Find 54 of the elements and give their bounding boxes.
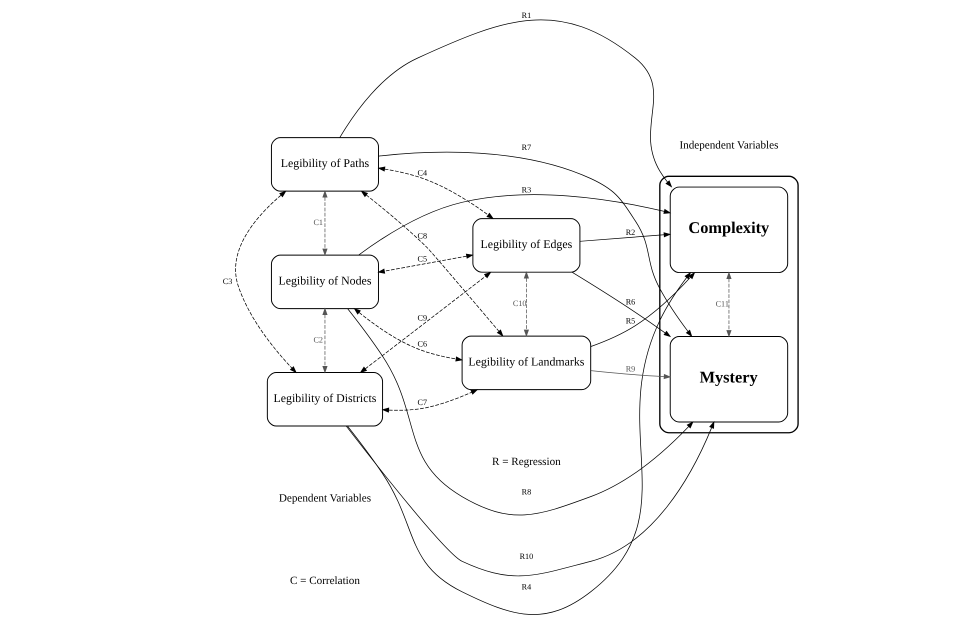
arrow <box>346 308 694 516</box>
arrow <box>590 272 695 347</box>
node-box: Legibility of Edges <box>472 218 580 273</box>
arrow <box>381 389 478 413</box>
node-box: Legibility of Districts <box>266 372 383 427</box>
edge-label: C5 <box>417 254 427 264</box>
edge-label: R2 <box>625 228 635 237</box>
edge-label: C1 <box>313 218 323 228</box>
edge-label: C9 <box>417 313 427 322</box>
arrow <box>322 190 328 256</box>
edge-label: C6 <box>417 339 427 348</box>
edge-label: C3 <box>222 276 232 286</box>
arrow <box>726 272 732 338</box>
arrow <box>360 190 504 337</box>
edge-label: C8 <box>417 232 427 241</box>
arrow <box>523 271 528 338</box>
arrow <box>346 420 714 576</box>
edge-label: C10 <box>512 299 526 308</box>
edge-label: R1 <box>521 10 531 20</box>
arrow <box>571 272 671 338</box>
label: C = Correlation <box>289 575 360 587</box>
edge-label: C4 <box>417 168 427 178</box>
edge-label: C11 <box>715 300 728 309</box>
arrow <box>322 308 328 374</box>
label: Dependent Variables <box>278 492 371 504</box>
label: R = Regression <box>492 456 560 468</box>
edge-label: R7 <box>521 143 531 152</box>
arrow <box>377 166 494 220</box>
arrow <box>376 254 474 274</box>
node-box: Legibility of Nodes <box>270 254 378 310</box>
arrow <box>346 272 691 615</box>
cluster <box>658 176 798 434</box>
edge-label: R10 <box>519 552 533 561</box>
arrow <box>353 308 463 362</box>
edge-label: R8 <box>521 487 531 496</box>
node-box: Mystery <box>669 336 788 422</box>
arrow <box>359 272 491 374</box>
node-box: Legibility of Landmarks <box>461 336 591 390</box>
edge-label: R3 <box>521 185 531 194</box>
node-box: Legibility of Paths <box>270 137 378 192</box>
edge-label: R6 <box>625 298 635 307</box>
label: Independent Variables <box>678 139 778 152</box>
edge-label: C2 <box>313 336 323 345</box>
edge-label: R9 <box>625 364 635 374</box>
node-box: Complexity <box>669 186 788 274</box>
arrow <box>378 152 692 338</box>
edge-label: R5 <box>625 316 635 326</box>
arrow <box>590 370 671 380</box>
edge-label: C7 <box>417 398 427 408</box>
edge-label: R4 <box>521 582 531 592</box>
arrow <box>358 194 671 256</box>
arrow <box>579 232 671 242</box>
arrow <box>338 20 672 188</box>
arrow <box>234 190 296 374</box>
